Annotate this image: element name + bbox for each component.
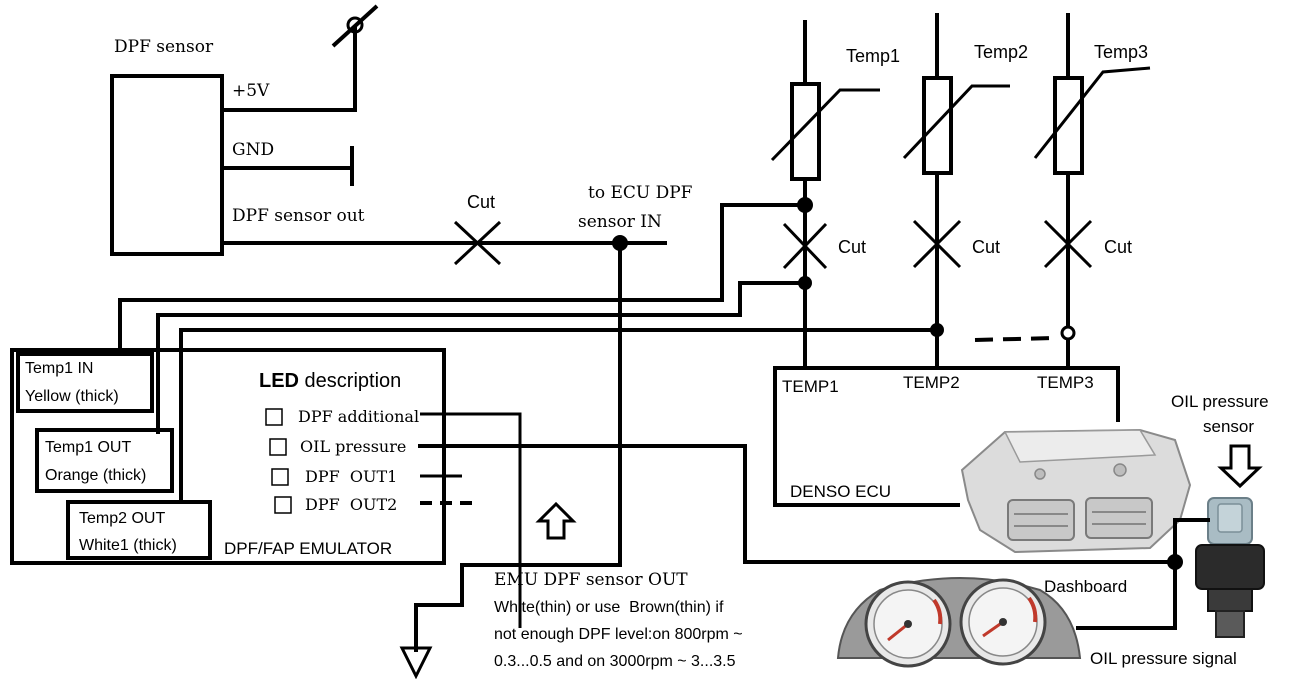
temp3-junction <box>1060 325 1076 341</box>
oil-signal-label: OIL pressure signal <box>1090 649 1237 668</box>
oil-pressure-sensor-icon <box>1195 497 1265 638</box>
down-arrow-icon <box>399 646 433 679</box>
ecu-temp1-label: TEMP1 <box>782 377 839 396</box>
temp3-thermistor-icon <box>1033 66 1151 159</box>
temp1-out-label-2: Orange (thick) <box>45 467 146 484</box>
temp2-out-label-1: Temp2 OUT <box>79 510 165 527</box>
oil-sensor-wire <box>1173 518 1210 564</box>
temp3-label: Temp3 <box>1094 42 1148 62</box>
temp1-out-box <box>35 428 174 493</box>
cut-label-t3: Cut <box>1104 237 1132 257</box>
plus5v-label: +5V <box>232 81 270 101</box>
led-item: DPF OUT1 <box>305 467 397 486</box>
dashboard-label: Dashboard <box>1044 577 1127 596</box>
emulator-box <box>10 348 446 565</box>
temp1-in-box <box>16 352 154 413</box>
led-indicator <box>271 468 289 486</box>
oil-pressure-wire <box>418 444 1177 564</box>
temp2-out-wire <box>179 328 939 502</box>
dpf-sensor-title: DPF sensor <box>114 37 214 57</box>
emu-note-line: 0.3...0.5 and on 3000rpm ~ 3...3.5 <box>494 653 736 670</box>
dpf-sensor-out-label: DPF sensor out <box>232 206 365 226</box>
gnd-label: GND <box>232 140 274 160</box>
ecu-unit-icon <box>960 428 1192 554</box>
cut-mark-icon <box>1043 219 1093 269</box>
led-description-title: LED description <box>259 370 401 392</box>
plus5v-wire <box>220 26 357 112</box>
to-ecu-label-2: sensor IN <box>578 212 662 232</box>
to-ecu-label-1: to ECU DPF <box>588 183 693 203</box>
temp1-out-wire <box>156 281 807 434</box>
cut-mark-icon <box>912 219 962 269</box>
up-arrow-icon <box>535 501 577 540</box>
temp3-dashed-link <box>974 336 1056 342</box>
temp2-out-label-2: White1 (thick) <box>79 537 177 554</box>
switch-icon <box>346 16 364 34</box>
emu-note-line: not enough DPF level:on 800rpm ~ <box>494 626 743 643</box>
led-indicator <box>265 408 283 426</box>
temp1-resistor <box>790 82 821 181</box>
dashboard-icon <box>836 577 1082 668</box>
temp2-thermistor-icon <box>902 84 1010 160</box>
temp1-label: Temp1 <box>846 46 900 66</box>
led-item: DPF additional <box>298 407 419 426</box>
ecu-temp2-label: TEMP2 <box>903 373 960 392</box>
temp1-thermistor-icon <box>770 88 880 162</box>
emulator-name: DPF/FAP EMULATOR <box>224 539 392 558</box>
ecu-box-left <box>773 366 960 507</box>
oil-sensor-label-1: OIL pressure <box>1171 392 1269 411</box>
temp2-resistor <box>922 76 953 175</box>
dpf-sensor-box <box>110 74 224 256</box>
temp2-out-box <box>66 500 212 560</box>
down-arrow-icon <box>1217 444 1263 489</box>
led-item: OIL pressure <box>300 437 406 456</box>
cut-label-t2: Cut <box>972 237 1000 257</box>
temp1-in-wire <box>118 203 807 352</box>
led-indicator <box>274 496 292 514</box>
emu-note-line: White(thin) or use Brown(thin) if <box>494 599 724 616</box>
switch-lever-icon <box>331 4 379 48</box>
temp1-in-label-2: Yellow (thick) <box>25 388 119 405</box>
oil-sensor-label-2: sensor <box>1203 417 1254 436</box>
oil-signal-wire <box>1076 560 1177 630</box>
denso-ecu-label: DENSO ECU <box>790 482 891 501</box>
emu-out-title: EMU DPF sensor OUT <box>494 570 688 590</box>
cut-label-t1: Cut <box>838 237 866 257</box>
ecu-temp3-label: TEMP3 <box>1037 373 1094 392</box>
temp2-label: Temp2 <box>974 42 1028 62</box>
led-indicator <box>269 438 287 456</box>
cut-mark-icon <box>782 222 828 270</box>
temp1-in-label-1: Temp1 IN <box>25 360 93 377</box>
dpf-additional-wire <box>420 412 522 628</box>
oil-junction-dot <box>1167 554 1183 570</box>
cut-mark-icon <box>453 220 502 266</box>
led-item: DPF OUT2 <box>305 495 397 514</box>
cut-label-main: Cut <box>467 192 495 212</box>
temp1-out-label-1: Temp1 OUT <box>45 439 131 456</box>
emu-dpf-out-wire <box>414 241 622 652</box>
